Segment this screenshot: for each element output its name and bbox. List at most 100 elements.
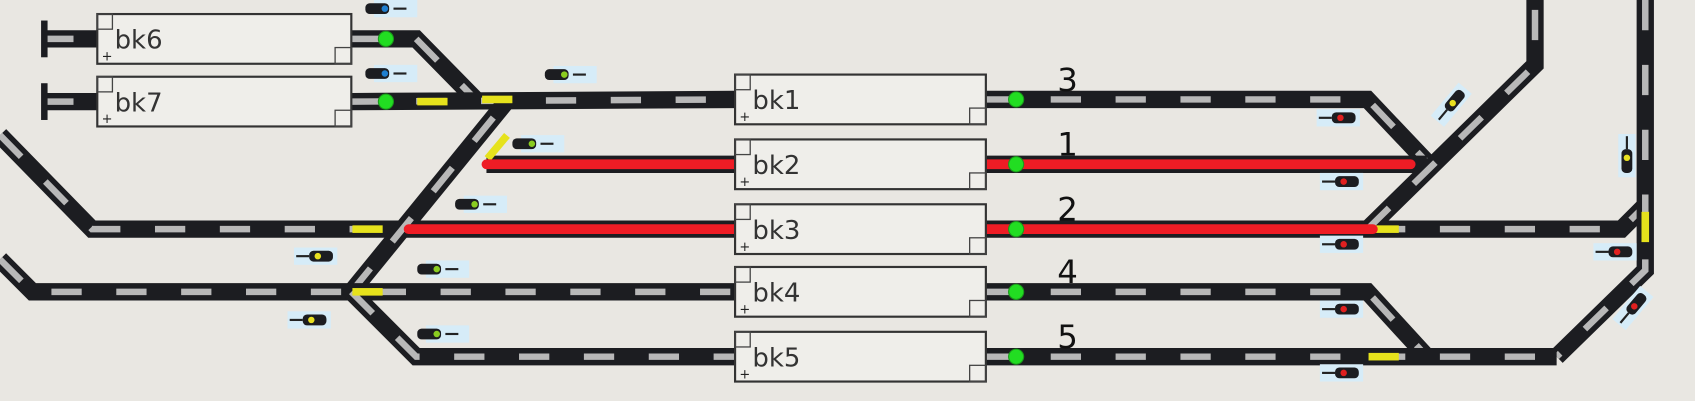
reserved-track-indicator (1368, 352, 1399, 361)
signal-lamp (1449, 99, 1456, 107)
block-corner-box (334, 46, 352, 65)
block-bk5[interactable]: +bk5 (733, 330, 987, 383)
signal-icon[interactable] (1612, 285, 1654, 331)
signal-lamp (433, 330, 440, 338)
sleeper-marks (1554, 0, 1649, 360)
signal-icon[interactable] (1618, 134, 1636, 178)
track-segment[interactable] (0, 129, 736, 238)
reserved-track-indicator (352, 288, 383, 296)
block-box[interactable] (733, 330, 987, 383)
signal-lamp (528, 140, 536, 147)
sleeper-marks (0, 132, 736, 233)
track-number-2: 2 (1057, 190, 1078, 228)
block-label: bk2 (752, 151, 800, 181)
plus-icon[interactable]: + (739, 110, 750, 125)
block-corner-box (969, 299, 987, 318)
signal-head (1444, 89, 1465, 112)
block-label: bk4 (752, 279, 800, 309)
track-number-1: 1 (1057, 126, 1078, 164)
signal-icon[interactable] (417, 325, 470, 343)
reserved-track-indicator (417, 97, 448, 106)
block-box[interactable] (733, 73, 987, 126)
plus-icon[interactable]: + (102, 112, 113, 127)
sleeper-marks (348, 97, 511, 294)
signal-lamp (381, 5, 389, 12)
block-box[interactable] (733, 138, 987, 191)
track-number-5: 5 (1057, 318, 1078, 356)
block-bk2[interactable]: +bk2 (733, 138, 987, 191)
track-segment[interactable] (985, 283, 1434, 363)
signal-lamp (471, 201, 478, 208)
track-number-4: 4 (1057, 253, 1078, 291)
plus-icon[interactable]: + (739, 302, 750, 317)
signal-icon[interactable] (287, 311, 331, 329)
block-corner-box (734, 266, 751, 283)
signal-icon[interactable] (417, 260, 470, 278)
green-signal-icon[interactable] (1008, 283, 1025, 300)
block-corner-box (334, 109, 352, 128)
reserved-track-indicator (484, 132, 510, 162)
signal-icon[interactable] (294, 247, 338, 265)
signal-icon[interactable] (1319, 172, 1364, 191)
signal-icon[interactable] (1593, 243, 1637, 261)
track-segment[interactable] (351, 90, 736, 111)
signal-lamp (308, 316, 315, 324)
signal-lamp (1340, 305, 1347, 313)
block-bk1[interactable]: +bk1 (733, 73, 987, 126)
block-bk3[interactable]: +bk3 (733, 203, 987, 256)
signal-lamp (1631, 303, 1638, 310)
signal-lamp (314, 252, 322, 260)
block-corner-box (969, 237, 987, 255)
block-corner-box (734, 331, 751, 348)
block-bk4[interactable]: +bk4 (733, 265, 987, 318)
plus-icon[interactable]: + (739, 367, 750, 382)
signal-icon[interactable] (1319, 364, 1364, 382)
signal-lamp (1340, 241, 1347, 248)
block-box[interactable] (733, 265, 987, 318)
signal-lamp (1337, 114, 1344, 122)
plus-icon[interactable]: + (739, 240, 750, 255)
sleeper-marks (985, 96, 1430, 165)
block-bk6[interactable]: +bk6 (96, 12, 353, 65)
block-label: bk6 (115, 26, 163, 56)
signal-lamp (1623, 154, 1631, 162)
block-label: bk5 (752, 343, 800, 373)
signal-head (1331, 112, 1356, 124)
signal-lamp (1613, 248, 1621, 256)
sleeper-marks (349, 289, 736, 360)
green-signal-icon[interactable] (1008, 221, 1025, 238)
block-bk7[interactable]: +bk7 (96, 75, 353, 128)
block-label: bk7 (115, 88, 163, 118)
track-segment[interactable] (985, 90, 1434, 169)
green-signal-icon[interactable] (377, 93, 395, 110)
track-number-labels: 3 1 2 4 5 (1057, 61, 1078, 356)
signal-icon[interactable] (544, 65, 597, 84)
block-box[interactable] (96, 75, 353, 128)
green-signal-icon[interactable] (1008, 156, 1025, 173)
green-signal-icon[interactable] (377, 30, 395, 48)
signal-icon[interactable] (1319, 235, 1364, 253)
signal-icon[interactable] (455, 195, 507, 213)
signal-icon[interactable] (1319, 300, 1364, 318)
signal-icon[interactable] (365, 64, 418, 83)
green-signal-icon[interactable] (1008, 91, 1025, 108)
signal-lamp (1340, 178, 1347, 185)
block-box[interactable] (96, 12, 353, 65)
signal-icon[interactable] (365, 0, 418, 18)
green-signal-icon[interactable] (1008, 348, 1025, 365)
plus-icon[interactable]: + (102, 50, 113, 65)
reserved-track-indicator (482, 95, 513, 104)
reserved-track-indicator (352, 225, 383, 233)
buffer-stop-icon (41, 83, 48, 120)
signal-icon[interactable] (512, 135, 565, 153)
block-label: bk1 (752, 86, 800, 116)
signals-layer (287, 0, 1654, 382)
plus-icon[interactable]: + (739, 175, 750, 190)
block-box[interactable] (733, 203, 987, 256)
signal-icon[interactable] (1430, 82, 1472, 127)
signal-head (1626, 293, 1647, 315)
block-corner-box (734, 73, 751, 91)
block-corner-box (96, 76, 114, 93)
sleeper-marks (351, 35, 478, 102)
signal-icon[interactable] (1316, 109, 1360, 127)
